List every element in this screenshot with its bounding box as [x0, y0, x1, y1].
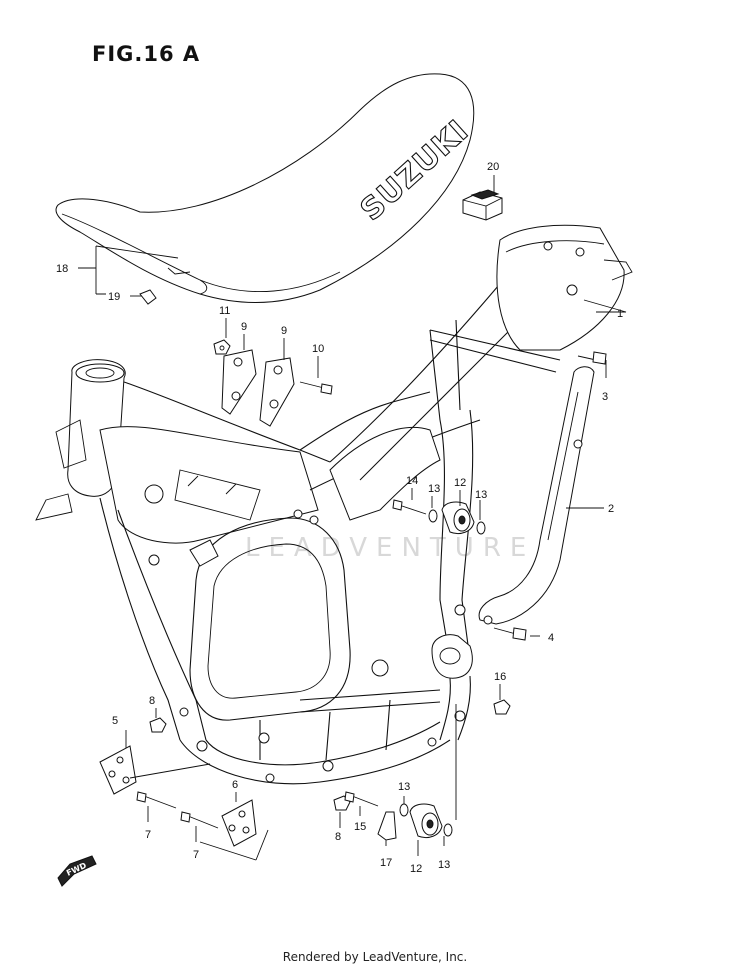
main-frame [35, 224, 633, 785]
callout-10: 10 [312, 343, 324, 355]
forward-arrow-icon: FWD [57, 855, 97, 887]
callout-12b: 12 [410, 863, 422, 875]
washer-13b [476, 521, 486, 535]
callout-7a: 7 [145, 829, 151, 841]
callout-13a: 13 [428, 483, 440, 495]
callout-16: 16 [494, 671, 506, 683]
bolt-3 [577, 351, 607, 365]
seat: SUZUKI [55, 73, 476, 303]
callout-12a: 12 [454, 477, 466, 489]
washer-13c [399, 803, 409, 817]
nut-8a [149, 717, 167, 733]
callout-13b: 13 [475, 489, 487, 501]
callout-5: 5 [112, 715, 118, 727]
engine-mount-plate-upper-right [259, 357, 295, 427]
callout-20: 20 [487, 161, 499, 173]
callout-11: 11 [219, 305, 230, 317]
fuse-box [462, 189, 503, 221]
callout-6: 6 [232, 779, 238, 791]
engine-mount-plate-6 [221, 799, 257, 847]
callout-13c: 13 [398, 781, 410, 793]
callout-1: 1 [617, 308, 623, 320]
callout-9b: 9 [281, 325, 287, 337]
callout-15: 15 [354, 821, 366, 833]
callout-17: 17 [380, 857, 392, 869]
callout-3: 3 [602, 391, 608, 403]
watermark-text: LEADVENTURE [245, 533, 535, 563]
bolt-10 [299, 381, 333, 395]
bolt-15 [344, 791, 379, 807]
callout-numbers: 1 2 3 4 5 6 7 7 8 8 9 9 10 11 12 12 13 1… [56, 161, 623, 875]
plug-19 [139, 289, 157, 305]
footer-credit: Rendered by LeadVenture, Inc. [282, 950, 468, 964]
callout-2: 2 [608, 503, 614, 515]
bolt-14 [392, 499, 427, 515]
bracket-17 [377, 811, 397, 841]
rubber-bushing-12a [441, 501, 475, 535]
callout-14: 14 [406, 475, 418, 487]
callout-8a: 8 [149, 695, 155, 707]
nut-11 [213, 339, 231, 355]
rear-subframe [478, 366, 595, 625]
callout-18: 18 [56, 263, 68, 275]
forward-arrow-label: FWD [65, 861, 88, 878]
callout-19: 19 [108, 291, 120, 303]
nut-16 [493, 699, 511, 715]
callout-7b: 7 [193, 849, 199, 861]
bolt-7b [180, 811, 219, 829]
callout-8b: 8 [335, 831, 341, 843]
figure-title: FIG.16 A [92, 42, 201, 66]
callout-13d: 13 [438, 859, 450, 871]
engine-mount-plate-upper-left [221, 349, 257, 415]
bolt-4 [493, 627, 527, 641]
bolt-7a [136, 791, 177, 809]
washer-13a [428, 509, 438, 523]
engine-mount-plate-5 [99, 745, 137, 795]
leader-lines [78, 175, 627, 861]
rubber-bushing-12b [409, 803, 443, 839]
callout-4: 4 [548, 632, 554, 644]
callout-9a: 9 [241, 321, 247, 333]
washer-13d [443, 823, 453, 837]
